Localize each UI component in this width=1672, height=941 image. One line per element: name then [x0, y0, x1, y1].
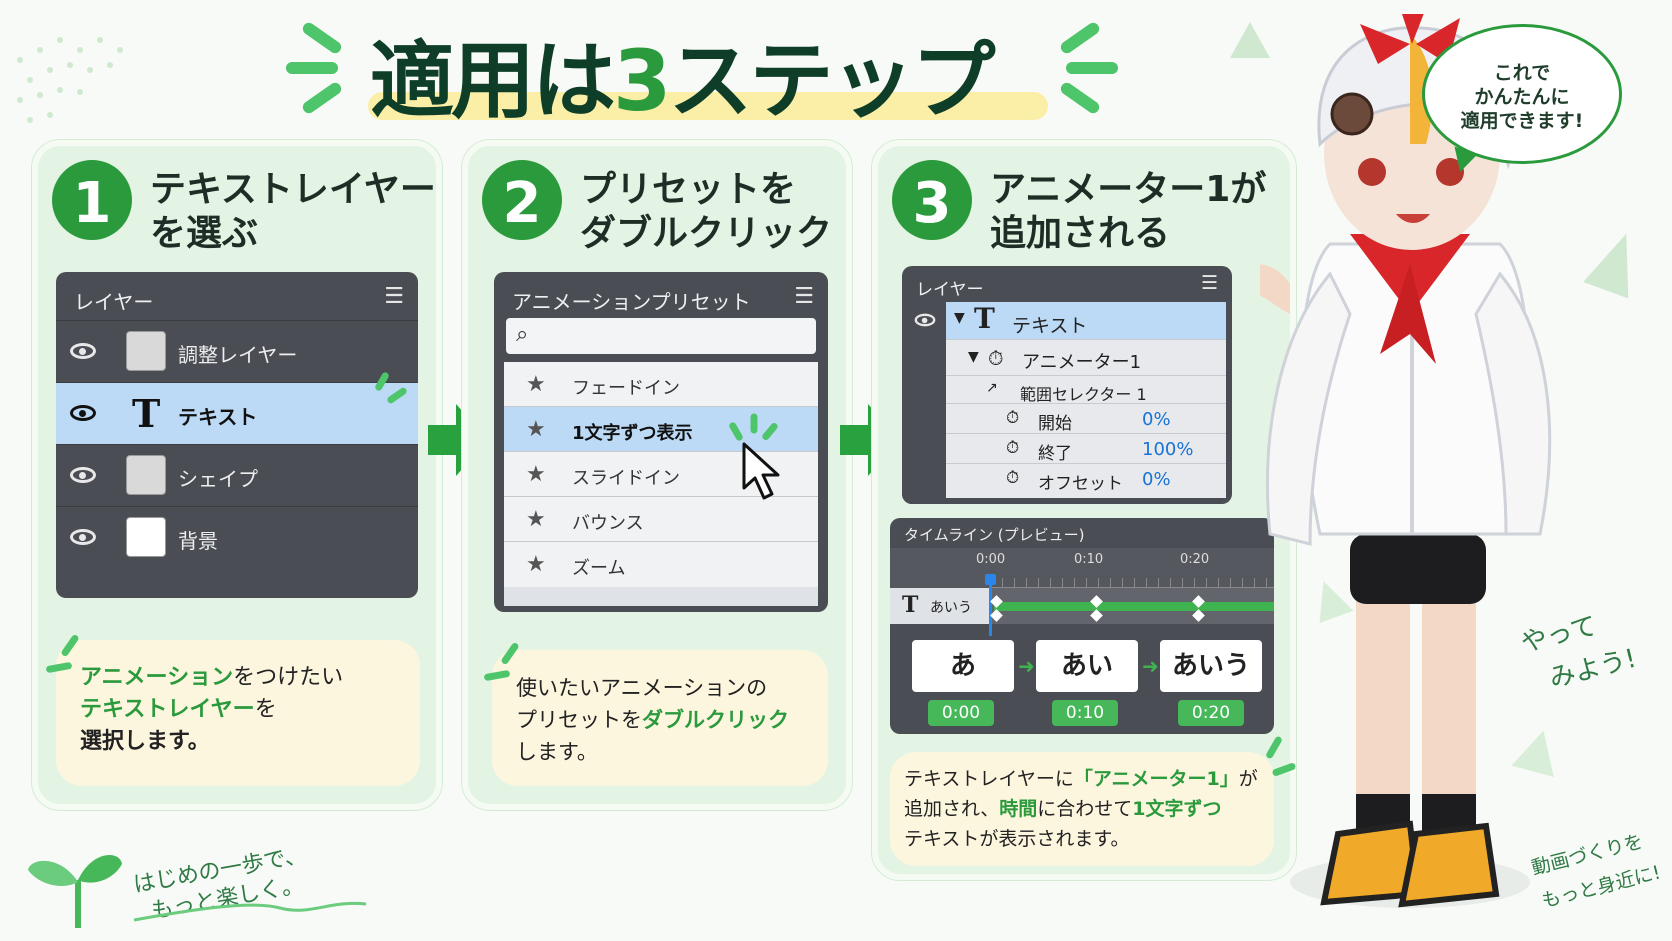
- page-title: 適用は3ステップ: [370, 32, 995, 130]
- preset-item[interactable]: ★バウンス: [504, 497, 818, 542]
- menu-icon[interactable]: ☰: [1200, 272, 1218, 294]
- eye-icon[interactable]: [914, 313, 936, 327]
- expand-arrow-icon[interactable]: ▼: [954, 310, 965, 326]
- frame-time: 0:00: [928, 700, 994, 726]
- layer-row[interactable]: シェイプ: [56, 444, 418, 506]
- title-ray: [1058, 80, 1102, 116]
- preset-panel-header: アニメーションプリセット☰: [512, 284, 814, 314]
- frame-time: 0:10: [1052, 700, 1118, 726]
- stopwatch-icon[interactable]: ⏱: [1006, 468, 1020, 488]
- timeline-track: [990, 588, 1274, 624]
- step-2-note: 使いたいアニメーションの プリセットをダブルクリック します。: [492, 650, 828, 786]
- arrow-right-icon: ➜: [1142, 654, 1159, 678]
- tree-selector-row[interactable]: ↗範囲セレクター 1: [946, 376, 1226, 404]
- pin-icon: ↗: [986, 380, 998, 396]
- step-3-note: テキストレイヤーに「アニメーター1」が 追加され、時間に合わせて1文字ずつ テキ…: [890, 752, 1274, 866]
- layer-row[interactable]: 調整レイヤー: [56, 320, 418, 382]
- title-ray: [300, 20, 344, 56]
- eye-icon[interactable]: [70, 529, 96, 545]
- swash-decoration: [133, 901, 367, 922]
- triangle-decoration: [1230, 22, 1270, 58]
- eye-icon[interactable]: [70, 343, 96, 359]
- sprout-icon: [28, 854, 122, 928]
- preset-item[interactable]: ★ズーム: [504, 542, 818, 587]
- title-ray: [300, 80, 344, 116]
- text-layer-icon: T: [132, 391, 161, 436]
- step-2-heading: プリセットをダブルクリック: [580, 169, 833, 254]
- title-ray: [1058, 20, 1102, 56]
- layer-row[interactable]: 背景: [56, 506, 418, 568]
- stopwatch-icon[interactable]: ⏱: [1006, 438, 1020, 458]
- frame-time: 0:20: [1178, 700, 1244, 726]
- preset-item[interactable]: ★フェードイン: [504, 362, 818, 407]
- menu-icon[interactable]: ☰: [794, 284, 814, 309]
- playhead-handle[interactable]: [985, 574, 996, 585]
- title-ray: [286, 62, 338, 74]
- result-panel-header: レイヤー☰: [916, 272, 1218, 300]
- star-icon: ★: [526, 417, 546, 442]
- title-ray: [1066, 62, 1118, 74]
- title-highlight: [368, 92, 1048, 120]
- text-layer-icon: T: [902, 592, 919, 618]
- star-icon: ★: [526, 462, 546, 487]
- cursor-icon: [742, 442, 780, 500]
- menu-icon[interactable]: ☰: [384, 284, 404, 309]
- star-icon: ★: [526, 552, 546, 577]
- stopwatch-icon: ⏱: [988, 346, 1004, 370]
- click-spark: [750, 413, 758, 434]
- layer-thumbnail: [126, 455, 166, 495]
- timeline-title: タイムライン (プレビュー): [904, 526, 1085, 544]
- tree-animator-row[interactable]: ▼⏱アニメーター1: [946, 340, 1226, 376]
- preview-frame: あ: [912, 640, 1014, 692]
- step-1-badge: 1: [48, 156, 136, 244]
- eye-icon[interactable]: [70, 467, 96, 483]
- text-layer-icon: T: [974, 302, 995, 335]
- preset-search-input[interactable]: ⌕: [506, 318, 816, 354]
- visibility-column: [902, 302, 946, 504]
- step-2-badge: 2: [478, 156, 566, 244]
- step-3-badge: 3: [888, 156, 976, 244]
- layers-panel-header: レイヤー☰: [74, 284, 404, 314]
- star-icon: ★: [526, 372, 546, 397]
- star-icon: ★: [526, 507, 546, 532]
- expand-arrow-icon[interactable]: ▼: [968, 349, 979, 365]
- arrow-right-icon: ➜: [1018, 654, 1035, 678]
- preview-frame: あいう: [1160, 640, 1262, 692]
- search-icon: ⌕: [516, 322, 529, 347]
- layer-thumbnail: [126, 517, 166, 557]
- step-arrow: [428, 425, 458, 455]
- preview-frame: あい: [1036, 640, 1138, 692]
- step-3-heading: アニメーター1が追加される: [990, 169, 1267, 254]
- step-arrow: [840, 425, 870, 455]
- stopwatch-icon[interactable]: ⏱: [1006, 408, 1020, 428]
- step-1-note: アニメーションをつけたい テキストレイヤーを 選択します。: [56, 640, 420, 786]
- playhead[interactable]: [989, 578, 992, 636]
- dot-pattern-decoration: [17, 37, 123, 123]
- timeline-bar[interactable]: [994, 602, 1274, 611]
- layer-thumbnail: [126, 331, 166, 371]
- step-1-heading: テキストレイヤーを選ぶ: [150, 169, 436, 254]
- speech-bubble: これでかんたんに適用できます!: [1422, 24, 1622, 164]
- eye-icon[interactable]: [70, 405, 96, 421]
- ruler-ticks: [990, 578, 1274, 588]
